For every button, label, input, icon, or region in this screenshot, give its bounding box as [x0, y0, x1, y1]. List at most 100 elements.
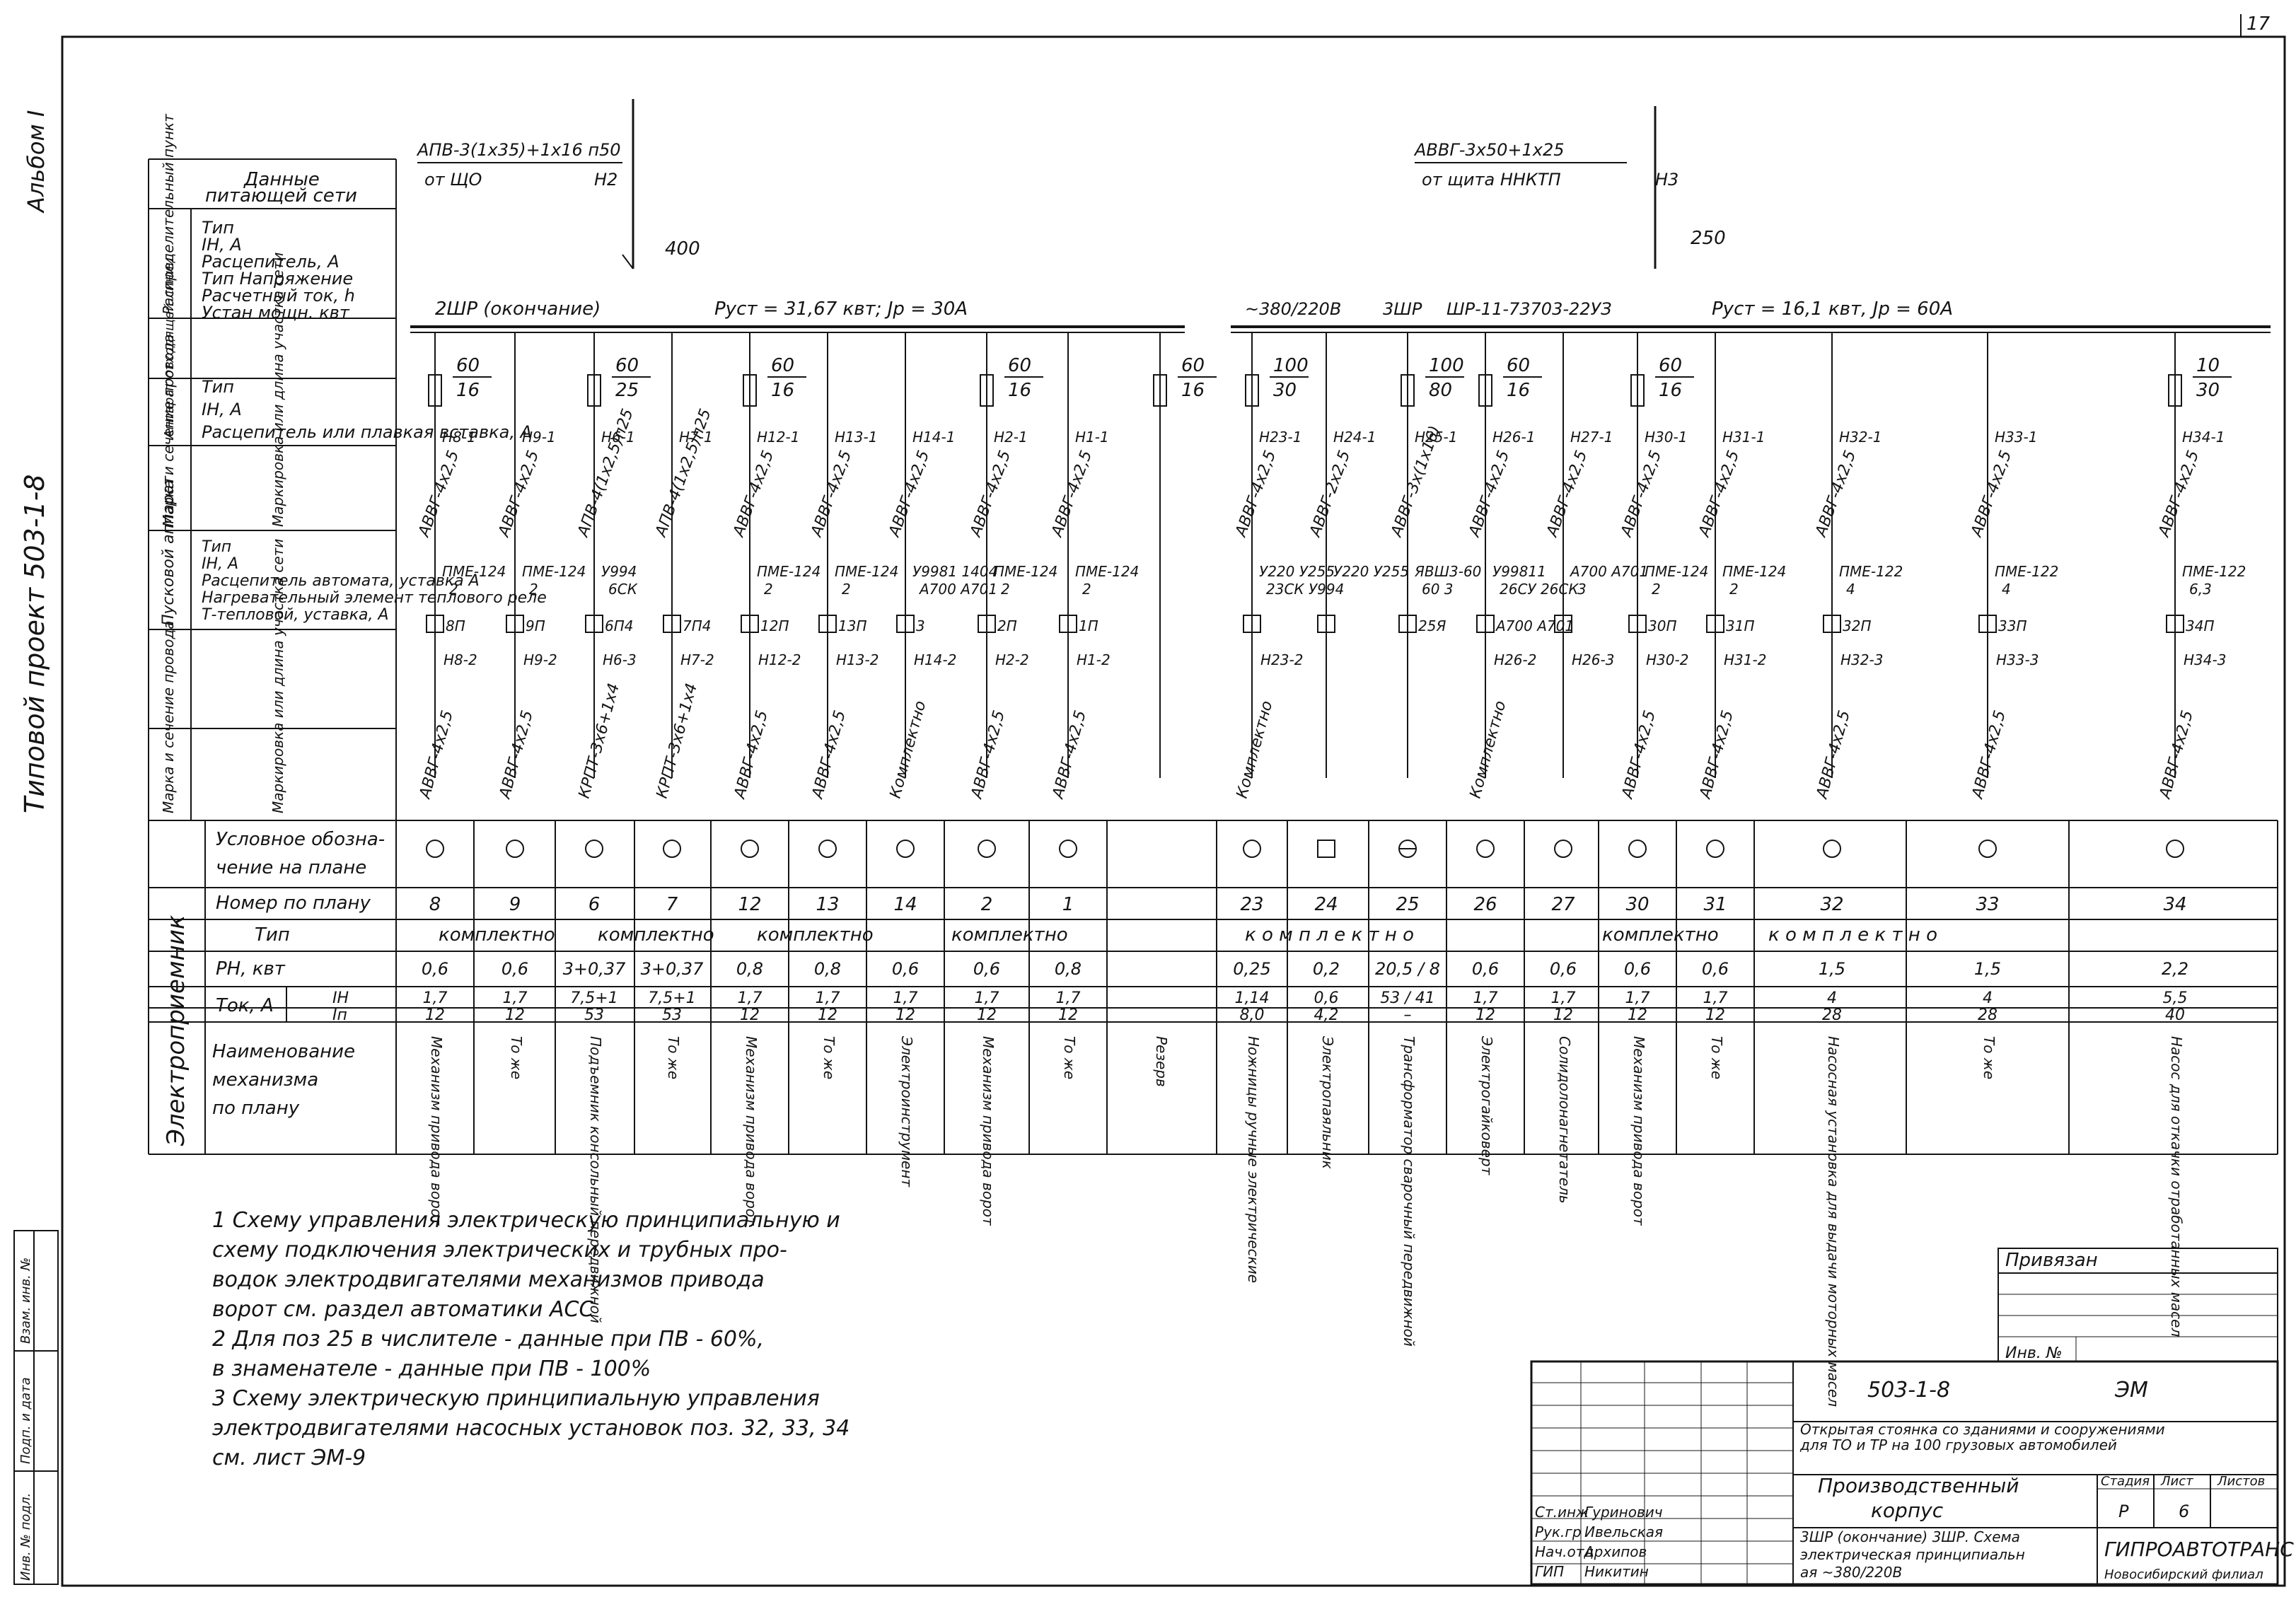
cable-1: АВВГ-4х2,5 [1465, 448, 1513, 540]
starter-position: 25Я [1418, 617, 1446, 634]
ih-value: 1,7 [1056, 989, 1081, 1007]
starter-coil-icon [1978, 615, 1997, 633]
ip-value: 12 [1705, 1006, 1725, 1024]
starter-coil-icon [426, 615, 444, 633]
panel2-feed-cable: АВВГ-3х50+1х25 [1413, 140, 1565, 160]
power-value: 0,6 [1550, 959, 1577, 979]
ih-value: 4 [1827, 989, 1837, 1007]
type-group-1: комплектно [598, 924, 714, 946]
ih-value: 1,7 [1703, 989, 1728, 1007]
ip-value: 12 [1475, 1006, 1495, 1024]
mechanism-name: Механизм привода ворот [743, 1036, 760, 1226]
notes-block: 1 Схему управления электрическую принцип… [212, 1208, 850, 1470]
line-mark-2: Н7-2 [680, 651, 714, 668]
cable-1: АПВ-4(1х2,5)п25 [574, 407, 637, 540]
inv-strip-3: Взам. инв. № [18, 1258, 33, 1344]
cable-1: АВВГ-4х2,5 [1231, 448, 1280, 540]
line-mark-1: Н13-1 [835, 429, 877, 446]
line-mark-1: Н33-1 [1995, 429, 2037, 446]
panel2-voltage: ~380/220В [1245, 299, 1341, 319]
role-2: Нач.отд [1535, 1543, 1594, 1560]
mechanism-name: То же [508, 1036, 525, 1079]
type-group-5: комплектно [1602, 924, 1719, 946]
dist-point-field-2: Расцепитель, А [202, 252, 340, 272]
starter-position: 3 [916, 617, 925, 634]
mechanism-name: Механизм привода ворот [1630, 1036, 1647, 1226]
ip-value: 12 [505, 1006, 525, 1024]
starter-rating: 2 [1082, 581, 1091, 598]
inv-no-label: Инв. № [2005, 1345, 2063, 1362]
ih-value: 7,5+1 [648, 989, 695, 1007]
fuse-rating: 60 [1181, 355, 1205, 376]
line-mark-1: Н32-1 [1839, 429, 1882, 446]
line-mark-1: Н26-1 [1492, 429, 1535, 446]
power-value: 0,6 [1624, 959, 1651, 979]
fuse-insert: 16 [771, 380, 794, 401]
line-mark-1: Н14-1 [912, 429, 955, 446]
line-mark-2: Н32-3 [1840, 651, 1883, 668]
cable-field: Маркировка или длина участка сети [269, 252, 286, 527]
starter-rating: 2 [764, 581, 773, 598]
circuit-2: 6016Н2-1АВВГ-4х2,5ПМЕ-12422ПН2-2АВВГ-4х2… [966, 332, 1057, 1226]
cable-1: АПВ-4(1х2,5)п25 [651, 407, 714, 540]
ip-value: 28 [1978, 1006, 1998, 1024]
note-line-8: см. лист ЭМ-9 [212, 1446, 366, 1470]
starter-position: 7П4 [683, 617, 712, 634]
device-field-0: Тип [202, 377, 234, 397]
note-line-3: ворот см. раздел автоматики АСС [212, 1297, 593, 1322]
starter-type: ПМЕ-122 [2182, 563, 2246, 580]
power-value: 0,25 [1233, 959, 1270, 979]
person-0: Гуринович [1584, 1504, 1663, 1521]
ih-value: 7,5+1 [570, 989, 618, 1007]
line-mark-1: Н6-1 [601, 429, 635, 446]
line-mark-2: Н9-2 [523, 651, 557, 668]
note-line-4: 2 Для поз 25 в числителе - данные при ПВ… [212, 1327, 764, 1352]
line-mark-1: Н27-1 [1570, 429, 1613, 446]
ih-value: 1,7 [738, 989, 763, 1007]
ih-value: 4 [1983, 989, 1993, 1007]
type-group-0: комплектно [439, 924, 555, 946]
starter-position: 12П [760, 617, 789, 634]
receiver-icon [506, 840, 524, 858]
plan-number: 32 [1820, 894, 1843, 915]
device-field-2: Расцепитель или плавкая вставка, А [202, 422, 532, 442]
circuit-34: 1030Н34-1АВВГ-4х2,5ПМЕ-1226,334ПН34-3АВВ… [2155, 332, 2246, 1337]
receiver-icon [585, 840, 603, 858]
ip-value: 12 [818, 1006, 837, 1024]
plan-number: 33 [1976, 894, 1999, 915]
receiver-icon [1059, 840, 1077, 858]
cable-1: АВВГ-4х2,5 [1617, 448, 1665, 540]
ip-value: 4,2 [1314, 1006, 1339, 1024]
line-mark-2: Н26-2 [1494, 651, 1536, 668]
symbol-label-2: чение на плане [216, 857, 366, 878]
starter-type: У994 [601, 563, 637, 580]
plan-number: 12 [738, 894, 761, 915]
sheet-mark: ЭМ [2114, 1378, 2148, 1403]
receiver-group: Электроприемник [162, 914, 190, 1146]
mechanism-name: Насосная установка для выдачи моторных м… [1825, 1036, 1842, 1407]
panel2-type: ШР-11-73703-22УЗ [1446, 299, 1612, 319]
cable-2: АВВГ-4х2,5 [968, 709, 1009, 801]
fuse-rating: 60 [771, 355, 794, 376]
starter-type: А700 А701 [1569, 563, 1648, 580]
starter-rating: 4 [1846, 581, 1855, 598]
power-value: 0,8 [736, 959, 763, 979]
mechanism-name: Ножницы ручные электрические [1245, 1036, 1262, 1283]
ip-value: 53 [584, 1006, 604, 1024]
fuse-icon [1478, 374, 1492, 407]
line-mark-2: Н8-2 [443, 651, 477, 668]
note-line-0: 1 Схему управления электрическую принцип… [212, 1208, 840, 1233]
panel2-name: 3ШР [1383, 299, 1422, 319]
note-line-6: 3 Схему электрическую принципиальную упр… [212, 1386, 820, 1411]
sheet-title-3: ая ~380/220В [1800, 1564, 1902, 1581]
power-value: 0,6 [1702, 959, 1729, 979]
building-2: корпус [1871, 1499, 1944, 1522]
plan-number: 7 [666, 894, 678, 915]
line-mark-1: Н2-1 [994, 429, 1028, 446]
plan-number: 24 [1314, 894, 1338, 915]
starter-type: У99811 [1492, 563, 1546, 580]
fuse-rating: 60 [1507, 355, 1530, 376]
